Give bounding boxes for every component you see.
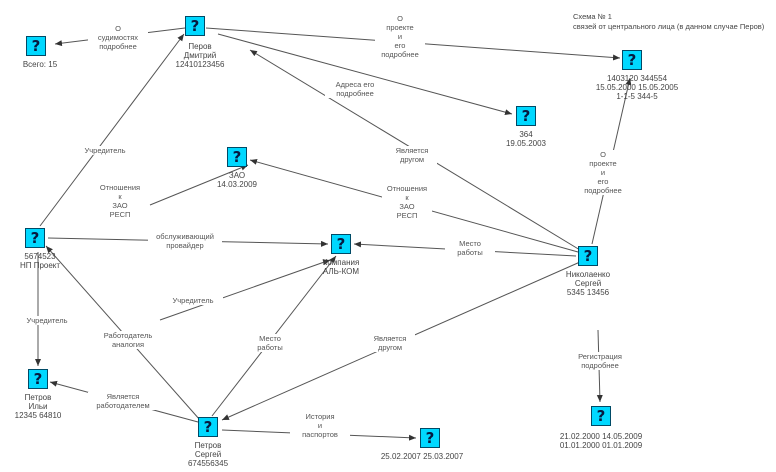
node-mid-top-label: 364 19.05.2003 bbox=[505, 130, 547, 148]
node-bottom-person-icon[interactable]: ? bbox=[198, 417, 218, 437]
node-bottom-mid-icon[interactable]: ? bbox=[420, 428, 440, 448]
edge-label-rabota-right: Место работы bbox=[445, 239, 495, 257]
edge-label-otnosheniya-left: Отношения к ЗАО РЕСП bbox=[95, 183, 145, 219]
edge-label-sudimost: О судимостях подробнее bbox=[88, 24, 148, 51]
edge-label-istoriya: История и паспортов bbox=[290, 412, 350, 439]
node-vsego-icon[interactable]: ? bbox=[26, 36, 46, 56]
edge-line-e6 bbox=[149, 164, 249, 206]
edge-line-e11 bbox=[159, 259, 331, 321]
edge-label-rabotodatelem: Является работодателем bbox=[88, 392, 158, 410]
edge-label-uchreditel-center: Учредитель bbox=[163, 296, 223, 305]
node-perov-label: Перов Дмитрий 12410123456 bbox=[175, 42, 225, 69]
node-zao-icon[interactable]: ? bbox=[227, 147, 247, 167]
node-center-org-icon[interactable]: ? bbox=[331, 234, 351, 254]
edge-label-proekt-top: О проекте и его подробнее bbox=[375, 14, 425, 59]
edge-label-uchreditel-vertical: Учредитель bbox=[17, 316, 77, 325]
legend-title: Схема № 1 bbox=[573, 12, 612, 21]
node-bottom-mid-label: 25.02.2007 25.03.2007 bbox=[380, 452, 464, 461]
edge-label-drug-bottom: Является другом bbox=[365, 334, 415, 352]
node-bottom-right-icon[interactable]: ? bbox=[591, 406, 611, 426]
edge-label-drug-top: Является другом bbox=[387, 146, 437, 164]
node-zao-label: ЗАО 14.03.2009 bbox=[216, 171, 258, 189]
node-mid-top-icon[interactable]: ? bbox=[516, 106, 536, 126]
node-bottom-person-label: Петров Сергей 674556345 bbox=[187, 441, 229, 468]
node-right-person-icon[interactable]: ? bbox=[578, 246, 598, 266]
node-center-org-label: Компания АЛЬ-КОМ bbox=[322, 258, 360, 276]
node-top-right-icon[interactable]: ? bbox=[622, 50, 642, 70]
node-perov-icon[interactable]: ? bbox=[185, 16, 205, 36]
legend-subtitle: связей от центрального лица (в данном сл… bbox=[573, 22, 765, 31]
node-vsego-label: Всего: 15 bbox=[22, 60, 58, 69]
edge-label-uchreditel-left: Учредитель bbox=[75, 146, 135, 155]
edge-label-otnosheniya-right: Отношения к ЗАО РЕСП bbox=[382, 184, 432, 220]
edge-label-provider: обслуживающий провайдер bbox=[148, 232, 222, 250]
node-left-org-label: 5674523 НП Проект bbox=[19, 252, 61, 270]
node-left-bottom-label: Петров Ильи 12345 64810 bbox=[14, 393, 62, 420]
edge-line-e5 bbox=[39, 33, 185, 227]
node-left-bottom-icon[interactable]: ? bbox=[28, 369, 48, 389]
edge-label-registraciya: Регистрация подробнее bbox=[565, 352, 635, 370]
edge-label-adresa: Адреса его подробнее bbox=[325, 80, 385, 98]
diagram-legend: Схема № 1 связей от центрального лица (в… bbox=[573, 12, 764, 32]
edge-label-rabotodatel: Работодатель аналогия bbox=[92, 331, 164, 349]
edge-line-e3 bbox=[217, 33, 513, 116]
node-top-right-label: 1403120 344554 15.05.2000 15.05.2005 1-1… bbox=[595, 74, 679, 101]
edge-label-rabota-center: Место работы bbox=[245, 334, 295, 352]
node-right-person-label: Николаенко Сергей 5345 13456 bbox=[565, 270, 611, 297]
node-left-org-icon[interactable]: ? bbox=[25, 228, 45, 248]
edge-label-proekt-right: О проекте и его подробнее bbox=[578, 150, 628, 195]
node-bottom-right-label: 21.02.2000 14.05.2009 01.01.2000 01.01.2… bbox=[559, 432, 643, 450]
